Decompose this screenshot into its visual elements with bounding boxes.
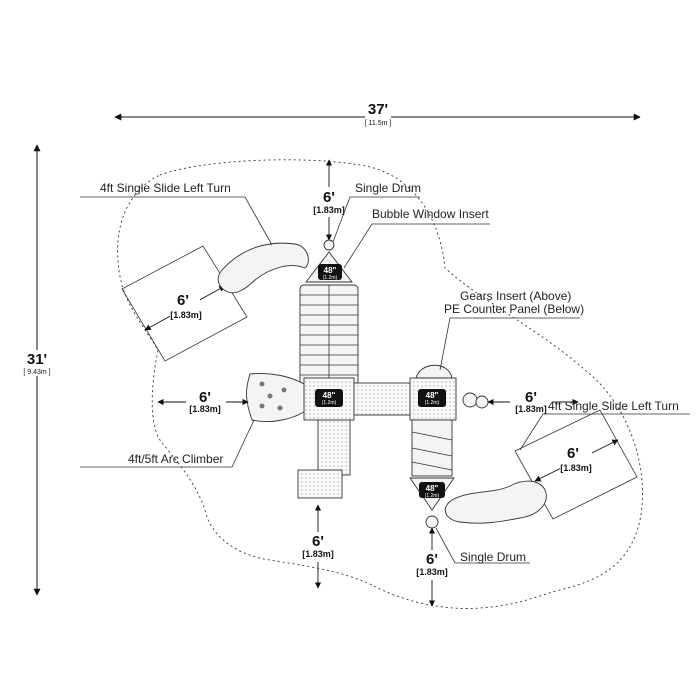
clearance-bottom-center-ft: 6': [312, 533, 324, 550]
left-slide: [217, 242, 309, 294]
top-deck-height: 48": [324, 266, 337, 275]
callout-pe-panel: PE Counter Panel (Below): [444, 302, 584, 316]
clearance-bottom-center-m: [1.83m]: [302, 549, 334, 559]
right-slide: [444, 480, 547, 524]
clearance-top-m: [1.83m]: [313, 205, 345, 215]
right-deck-height: 48": [426, 391, 439, 400]
center-deck-metric: (1.2m): [322, 400, 337, 406]
overall-depth-ft: 31': [27, 351, 47, 368]
steering-wheel-panel: [462, 392, 489, 409]
clearance-right: 6' [1.83m]: [487, 388, 579, 416]
clearance-left-m: [1.83m]: [189, 404, 221, 414]
top-deck: 48" (1.2m): [305, 251, 353, 283]
callout-slide-left: 4ft Single Slide Left Turn: [100, 181, 231, 195]
arc-climber: [246, 373, 305, 423]
overall-depth-m: [ 9.43m ]: [23, 369, 50, 376]
callout-slide-right: 4ft Single Slide Left Turn: [548, 399, 679, 413]
left-slide-exit-zone: 6' [1.83m]: [121, 245, 248, 362]
clearance-left-ft: 6': [199, 389, 211, 406]
right-slide-zone-m: [1.83m]: [560, 463, 592, 473]
clearance-right-m: [1.83m]: [515, 404, 547, 414]
callout-leaders: [80, 196, 690, 564]
clearance-bottom-center: 6' [1.83m]: [297, 504, 339, 589]
clearance-right-ft: 6': [525, 389, 537, 406]
overall-width-dimension: 37' [ 11.5m ]: [114, 101, 641, 128]
lower-step-panel: [297, 469, 343, 499]
right-deck: 48" (1.2m): [409, 377, 457, 421]
clearance-bottom-right-ft: 6': [426, 551, 438, 568]
clearance-top-ft: 6': [323, 189, 335, 206]
bottom-deck: 48" (1.2m): [409, 477, 455, 511]
overall-depth-dimension: 31' [ 9.43m ]: [14, 144, 60, 596]
bottom-deck-height: 48": [426, 484, 439, 493]
arc-climber-holds: [259, 381, 287, 411]
clearance-bottom-right: 6' [1.83m]: [411, 527, 453, 607]
callout-gears-insert: Gears Insert (Above): [460, 289, 571, 303]
top-deck-metric: (1.2m): [323, 275, 338, 281]
bridge: [353, 382, 411, 416]
bottom-deck-metric: (1.2m): [425, 493, 440, 499]
callout-bubble-window: Bubble Window Insert: [372, 207, 489, 221]
tube-passage: [411, 419, 453, 477]
callout-drum-top: Single Drum: [355, 181, 421, 195]
overall-width-m: [ 11.5m ]: [365, 120, 392, 127]
single-drum-bottom: [425, 515, 439, 529]
single-drum-top: [323, 239, 335, 251]
right-slide-exit-zone: 6' [1.83m]: [514, 409, 638, 520]
gears-insert: [415, 364, 453, 379]
lower-climber: [317, 419, 351, 476]
center-deck-height: 48": [323, 391, 336, 400]
left-slide-zone-m: [1.83m]: [170, 310, 202, 320]
callout-drum-bottom: Single Drum: [460, 550, 526, 564]
center-deck: 48" (1.2m): [303, 377, 355, 421]
vertical-climber-structure: [299, 284, 359, 386]
clearance-left: 6' [1.83m]: [157, 388, 249, 416]
overall-width-ft: 37': [368, 101, 388, 118]
callout-arc-climber: 4ft/5ft Arc Climber: [128, 452, 223, 466]
clearance-bottom-right-m: [1.83m]: [416, 567, 448, 577]
left-slide-zone-ft: 6': [177, 292, 189, 309]
right-slide-zone-ft: 6': [567, 445, 579, 462]
clearance-top: 6' [1.83m]: [308, 159, 350, 241]
right-deck-metric: (1.2m): [425, 400, 440, 406]
